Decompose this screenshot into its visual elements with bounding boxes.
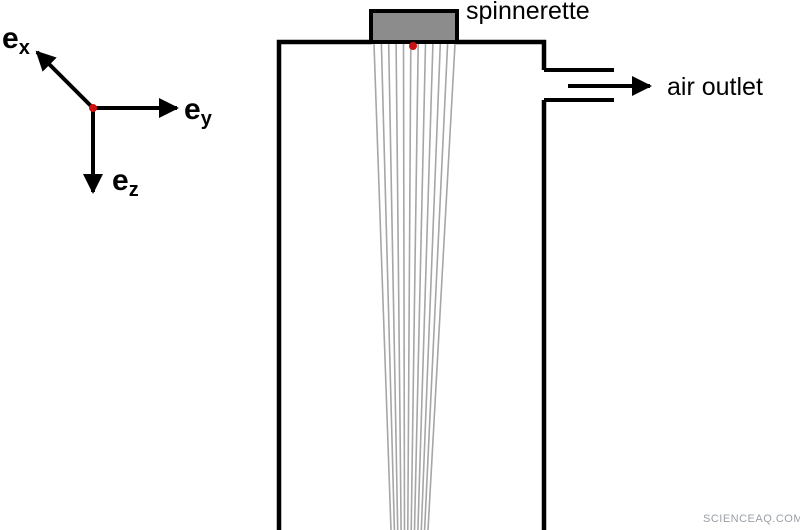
fiber-strand	[413, 43, 427, 530]
spinnerette: spinnerette	[369, 0, 590, 50]
fiber-strand	[417, 43, 434, 530]
coordinate-system: ex ey ez	[2, 22, 213, 201]
fiber-strand	[373, 43, 392, 530]
ez-axis-label: ez	[112, 164, 139, 201]
fiber-strand	[387, 43, 399, 530]
fiber-strand	[407, 43, 412, 530]
fiber-strand	[423, 43, 449, 530]
fiber-strand	[420, 43, 442, 530]
chamber-right-wall	[456, 39, 547, 530]
fiber-strand	[395, 43, 402, 530]
watermark: SCIENCEAQ.COM	[703, 513, 800, 525]
spinning-chamber	[276, 39, 547, 530]
ey-axis-label: ey	[184, 93, 213, 130]
air-outlet-duct: air outlet	[544, 68, 763, 102]
ex-axis-arrow	[35, 50, 95, 110]
fiber-strand	[410, 43, 419, 530]
air-outlet-label: air outlet	[667, 73, 763, 101]
spinnerette-label: spinnerette	[466, 0, 590, 25]
chamber-left-wall	[276, 39, 372, 530]
ex-axis-label: ex	[2, 22, 30, 59]
fiber-strand	[380, 43, 396, 530]
fiber-strand	[427, 43, 456, 530]
spinnerette-nozzle-dot	[409, 42, 417, 50]
fiber-strand	[402, 43, 406, 530]
origin-dot	[89, 104, 97, 112]
fiber-bundle	[373, 43, 456, 530]
spinnerette-block	[369, 9, 459, 44]
